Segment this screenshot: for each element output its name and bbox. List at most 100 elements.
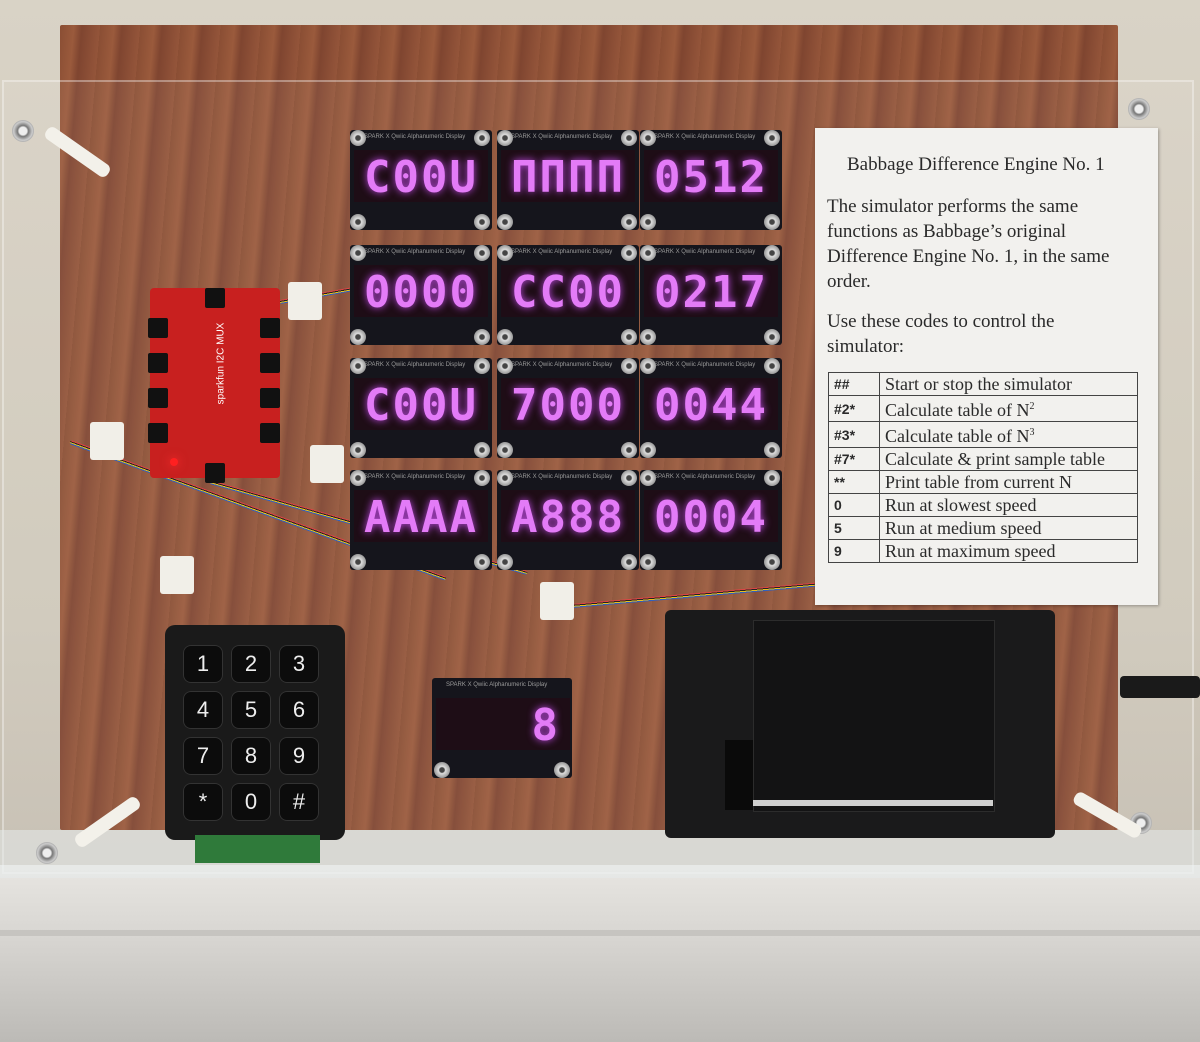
screw <box>621 358 637 374</box>
key-1[interactable]: 1 <box>183 645 223 683</box>
display-value: AAAA <box>364 492 478 543</box>
small-display-value: 8 <box>531 700 560 751</box>
screw <box>621 130 637 146</box>
key-7[interactable]: 7 <box>183 737 223 775</box>
screw <box>497 554 513 570</box>
printer-feed-button[interactable] <box>725 740 753 810</box>
display-value: CC00 <box>511 267 625 318</box>
key-5[interactable]: 5 <box>231 691 271 729</box>
screw <box>350 358 366 374</box>
screw <box>350 214 366 230</box>
display-value: 0512 <box>654 152 768 203</box>
screw <box>640 214 656 230</box>
screw <box>474 245 490 261</box>
screw <box>350 329 366 345</box>
screw <box>350 470 366 486</box>
key-8[interactable]: 8 <box>231 737 271 775</box>
screw <box>474 442 490 458</box>
module-label: SPARK X Qwiic Alphanumeric Display <box>364 134 466 140</box>
screw <box>474 470 490 486</box>
exponent: 2 <box>1029 401 1035 412</box>
shelf-edge <box>0 930 1200 936</box>
code: #2* <box>828 395 880 422</box>
code: 0 <box>828 493 880 517</box>
display-value: 0004 <box>654 492 768 543</box>
code: #3* <box>828 421 880 448</box>
placard-title: Babbage Difference Engine No. 1 <box>847 154 1105 175</box>
exponent: 3 <box>1029 427 1035 438</box>
connector <box>205 463 225 483</box>
screw <box>474 554 490 570</box>
connector <box>260 423 280 443</box>
key-3[interactable]: 3 <box>279 645 319 683</box>
screw <box>497 358 513 374</box>
power-cable <box>1120 676 1200 698</box>
screw <box>764 470 780 486</box>
code-description: Calculate table of N3 <box>879 421 1138 448</box>
screw <box>621 214 637 230</box>
screw <box>497 329 513 345</box>
display-value: C00U <box>364 380 478 431</box>
standoff-screw <box>12 120 34 142</box>
screw <box>497 470 513 486</box>
screw <box>764 358 780 374</box>
cable-clip <box>90 422 124 460</box>
screw <box>764 214 780 230</box>
module-label: SPARK X Qwiic Alphanumeric Display <box>654 474 756 480</box>
screw <box>764 130 780 146</box>
screw <box>640 329 656 345</box>
shelf <box>0 865 1200 1042</box>
screw <box>474 358 490 374</box>
power-led <box>170 458 178 466</box>
module-label: SPARK X Qwiic Alphanumeric Display <box>364 362 466 368</box>
code: ** <box>828 470 880 494</box>
connector <box>148 423 168 443</box>
code-description: Run at maximum speed <box>879 539 1138 563</box>
standoff-screw <box>36 842 58 864</box>
screw <box>621 245 637 261</box>
screw <box>640 554 656 570</box>
key-6[interactable]: 6 <box>279 691 319 729</box>
key-star[interactable]: * <box>183 783 223 821</box>
thermal-printer <box>665 610 1055 838</box>
keypad-connector-pcb <box>195 835 320 863</box>
module-label: SPARK X Qwiic Alphanumeric Display <box>511 362 613 368</box>
key-9[interactable]: 9 <box>279 737 319 775</box>
key-4[interactable]: 4 <box>183 691 223 729</box>
module-label: SPARK X Qwiic Alphanumeric Display <box>446 682 548 688</box>
module-label: SPARK X Qwiic Alphanumeric Display <box>511 134 613 140</box>
code: 5 <box>828 516 880 540</box>
printer-lid <box>753 620 995 812</box>
placard-intro: The simulator performs the same function… <box>827 196 1110 292</box>
screw <box>640 442 656 458</box>
module-label: SPARK X Qwiic Alphanumeric Display <box>654 362 756 368</box>
code: ## <box>828 372 880 396</box>
key-0[interactable]: 0 <box>231 783 271 821</box>
screw <box>474 329 490 345</box>
key-hash[interactable]: # <box>279 783 319 821</box>
key-2[interactable]: 2 <box>231 645 271 683</box>
connector <box>148 318 168 338</box>
screw <box>497 442 513 458</box>
code-description: Print table from current N <box>879 470 1138 494</box>
screw <box>621 329 637 345</box>
code: 9 <box>828 539 880 563</box>
screw <box>497 245 513 261</box>
standoff-screw <box>1128 98 1150 120</box>
module-label: SPARK X Qwiic Alphanumeric Display <box>511 474 613 480</box>
code-row: #3*Calculate table of N3 <box>828 421 1138 448</box>
screw <box>621 442 637 458</box>
screw <box>474 214 490 230</box>
connector <box>260 353 280 373</box>
